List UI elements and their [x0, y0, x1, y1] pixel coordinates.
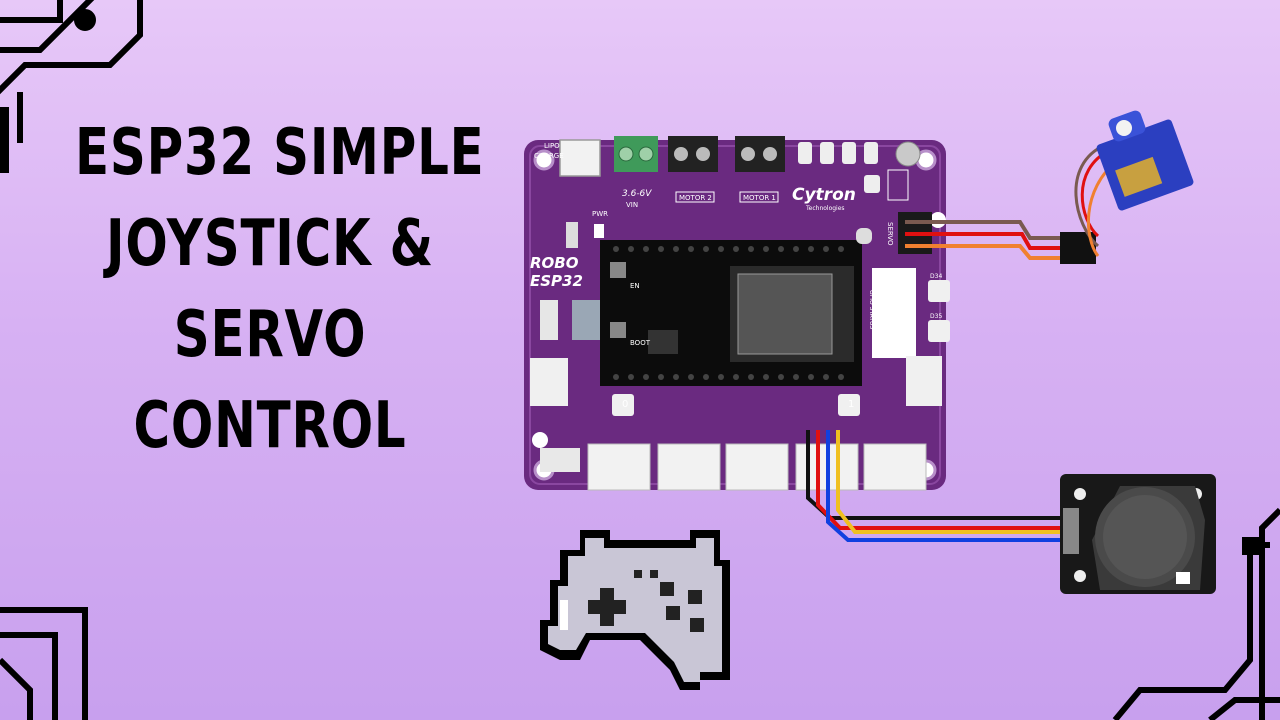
joystick-wires: [806, 430, 1062, 542]
board-name-line1: ROBO: [530, 254, 579, 272]
title-line-2: JOYSTICK &: [106, 207, 434, 281]
servo-button-0: 0: [622, 399, 628, 410]
cytron-subtitle: Technologies: [805, 205, 845, 212]
circuit-trace-right-icon: [1112, 507, 1280, 720]
joystick-module-icon: [1060, 474, 1216, 594]
page-title: ESP32 SIMPLE JOYSTICK & SERVO CONTROL: [75, 108, 485, 472]
en-button-label: EN: [630, 282, 640, 290]
vin-label: VIN: [626, 201, 638, 209]
servo-label: SERVO: [886, 222, 894, 246]
board-name-line2: ESP32: [530, 272, 583, 290]
lipo-label: LIPO: [544, 142, 560, 150]
button-d35-label: D35: [930, 313, 942, 320]
title-line-3: SERVO: [173, 298, 367, 372]
servo-wires: [905, 220, 1060, 260]
charge-label: CHARGE: [534, 152, 564, 160]
title-line-4: CONTROL: [133, 389, 407, 463]
motor1-label: MOTOR 1: [743, 194, 776, 202]
pwr-label: PWR: [592, 210, 608, 218]
boot-button-label: BOOT: [630, 339, 651, 347]
gpio-status-label: GPIO STATUS: [868, 290, 875, 329]
circuit-trace-bottom-left-icon: [0, 607, 88, 720]
vin-range-label: 3.6-6V: [622, 189, 652, 199]
servo-motor-icon: [1074, 110, 1194, 257]
circuit-trace-top-left-icon: [0, 0, 143, 173]
gamepad-icon: [540, 530, 730, 690]
robo-esp32-board: LIPO CHARGE 3.6-6V VIN MOTOR 2 MOTOR 1 C…: [524, 136, 950, 491]
servo-button-1: 1: [848, 399, 854, 410]
title-line-1: ESP32 SIMPLE: [75, 116, 485, 190]
cytron-logo: Cytron: [792, 185, 856, 205]
motor2-label: MOTOR 2: [679, 194, 712, 202]
button-d34-label: D34: [930, 273, 942, 280]
